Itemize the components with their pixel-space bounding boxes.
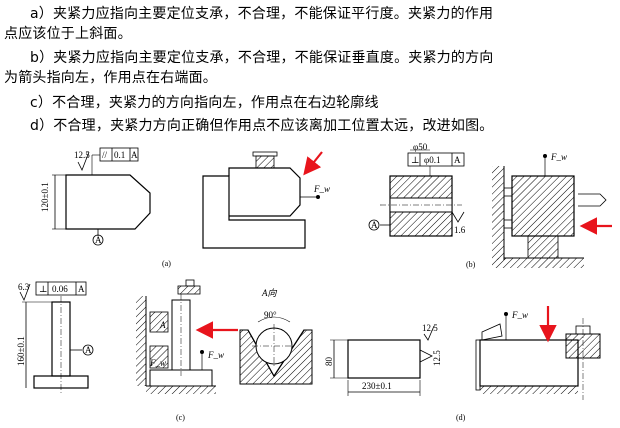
answer-d-line: d）不合理，夹紧力方向正确但作用点不应该离加工位置太远，改进如图。 xyxy=(30,118,494,134)
roughness-b: 1.6 xyxy=(454,225,466,235)
roughness-a: 12.5 xyxy=(74,150,90,160)
tolerance-value-c: 0.06 xyxy=(52,284,68,294)
answer-a-line1: a）夹紧力应指向主要定位支承，不合理，不能保证平行度。夹紧力的作用 xyxy=(30,6,494,22)
force-label-c2: F_w xyxy=(207,350,224,360)
figure-b: φ50 ⊥ φ0.1 A A 1.6 (b) F_w xyxy=(368,142,612,269)
roughness-c: 6.3 xyxy=(18,282,30,292)
diameter-b: φ50 xyxy=(413,142,428,152)
dimension-a: 120±0.1 xyxy=(40,182,50,212)
width-d: 230±0.1 xyxy=(362,381,392,391)
view-label-c: A向 xyxy=(261,288,277,298)
force-label-b: F_w xyxy=(550,152,567,162)
tolerance-symbol-b: ⊥ xyxy=(411,155,419,165)
force-label-a: F_w xyxy=(313,184,330,194)
answer-c-line: c）不合理，夹紧力的方向指向左，作用点在右边轮廓线 xyxy=(30,95,379,111)
caption-b: (b) xyxy=(466,260,476,269)
caption-a: (a) xyxy=(162,259,171,268)
angle-c: 90° xyxy=(264,310,277,320)
roughness-d1: 12.5 xyxy=(422,323,438,333)
tolerance-value-b: φ0.1 xyxy=(424,155,440,165)
height-d: 80 xyxy=(324,357,334,367)
dimension-c: 160±0.1 xyxy=(16,336,26,366)
tolerance-value-a: 0.1 xyxy=(114,150,125,160)
figure-c: 6.3 ⊥ 0.06 A 160±0.1 A A F_w xyxy=(16,279,313,422)
datum-label-a: A xyxy=(95,235,102,245)
tolerance-datum-a: A xyxy=(131,150,138,160)
force-label-c1: F_w xyxy=(149,358,166,368)
answer-b-line1: b）夹紧力应指向主要定位支承，不合理，不能保证垂直度。夹紧力的方向 xyxy=(30,50,494,66)
roughness-d2: 12.5 xyxy=(432,350,442,366)
figure-a: 120±0.1 12.5 // 0.1 A A F_w (a) xyxy=(40,147,330,268)
tolerance-symbol-a: // xyxy=(102,150,108,160)
tolerance-datum-b: A xyxy=(454,155,461,165)
datum-label-c: A xyxy=(85,345,92,355)
caption-c: (c) xyxy=(176,413,185,422)
answer-a-line2: 点应该位于上斜面。 xyxy=(4,26,132,42)
figure-d: 80 230±0.1 12.5 12.5 (d) F_w xyxy=(324,306,601,422)
datum-label-b: A xyxy=(371,220,378,230)
caption-d: (d) xyxy=(456,413,466,422)
tolerance-datum-c: A xyxy=(78,284,85,294)
answer-b-line2: 为箭头指向左，作用点在右端面。 xyxy=(4,70,217,86)
label-a-c: A xyxy=(159,320,166,330)
force-label-d: F_w xyxy=(511,310,528,320)
tolerance-symbol-c: ⊥ xyxy=(39,284,47,294)
